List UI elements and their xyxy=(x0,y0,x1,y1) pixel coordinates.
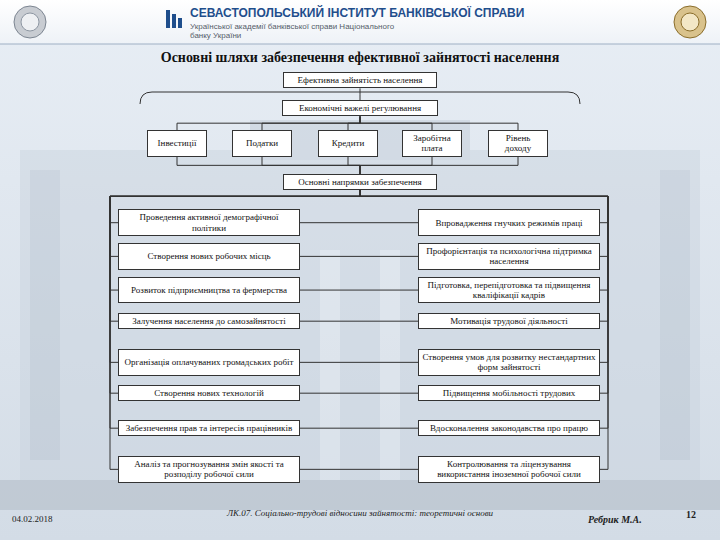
box-text: Забезпечення прав та інтересів працівник… xyxy=(122,423,296,433)
connector-line xyxy=(360,190,608,290)
box-text: Основні напрямки забезпечення xyxy=(287,177,433,187)
box-text: Контролювання та ліцензування використан… xyxy=(422,459,596,480)
box-text: Впровадження гнучких режимів праці xyxy=(422,218,596,228)
group-box: Основні напрямки забезпечення xyxy=(283,174,437,190)
direction-box: Вдосконалення законодавства про працю xyxy=(418,420,600,436)
direction-box: Підготовка, перепідготовка та підвищення… xyxy=(418,277,600,304)
footer-caption: ЛК.07. Соціально-трудові відносини зайня… xyxy=(170,508,550,518)
box-text: Створення нових технологій xyxy=(122,388,296,398)
lever-box: Кредити xyxy=(318,130,378,157)
box-text: Залучення населення до самозайнятості xyxy=(122,316,296,326)
connector-line xyxy=(177,116,360,130)
box-text: Проведення активної демографічної політи… xyxy=(122,212,296,233)
page-number: 12 xyxy=(686,509,712,521)
connector-line xyxy=(360,116,518,130)
connector-line xyxy=(110,190,360,362)
connector-line xyxy=(360,157,518,174)
connector-line xyxy=(110,190,360,321)
direction-box: Проведення активної демографічної політи… xyxy=(118,209,300,236)
connector-line xyxy=(360,190,608,428)
direction-box: Розвиток підприємництва та фермерства xyxy=(118,277,300,304)
connector-line xyxy=(110,190,360,469)
lever-box: Інвестиції xyxy=(147,130,207,157)
date: 04.02.2018 xyxy=(12,514,92,524)
direction-box: Впровадження гнучких режимів праці xyxy=(418,209,600,236)
direction-box: Залучення населення до самозайнятості xyxy=(118,313,300,329)
box-text: Організація оплачуваних громадських робі… xyxy=(122,357,296,367)
direction-box: Аналіз та прогнозування змін якості та р… xyxy=(118,456,300,483)
connector-line xyxy=(300,428,418,429)
direction-box: Профорієнтація та психологічна підтримка… xyxy=(418,243,600,270)
connector-line xyxy=(300,290,418,291)
connector-line xyxy=(300,362,418,363)
box-text: Заробітна плата xyxy=(406,133,458,154)
box-text: Мотивація трудової діяльності xyxy=(422,316,596,326)
building xyxy=(0,120,720,510)
direction-box: Контролювання та ліцензування використан… xyxy=(418,456,600,483)
box-text: Інвестиції xyxy=(151,138,203,148)
lever-box: Рівень доходу xyxy=(488,130,548,157)
connector-line xyxy=(177,157,360,174)
box-text: Підвищення мобільності трудових xyxy=(422,388,596,398)
header-rule xyxy=(0,44,720,45)
author: Ребрик М.А. xyxy=(588,514,678,526)
logo-right-inner xyxy=(681,13,699,31)
direction-box: Організація оплачуваних громадських робі… xyxy=(118,349,300,376)
logo-left xyxy=(14,6,46,38)
connector-line xyxy=(360,190,608,362)
connector-line xyxy=(300,256,418,257)
logo-left-inner xyxy=(21,13,39,31)
box-text: Розвиток підприємництва та фермерства xyxy=(122,285,296,295)
lever-box: Заробітна плата xyxy=(402,130,462,157)
connector-line xyxy=(360,88,361,100)
connector-line xyxy=(262,157,360,174)
connector-line xyxy=(360,190,608,321)
direction-box: Підвищення мобільності трудових xyxy=(418,385,600,401)
direction-box: Створення умов для розвитку нестандартни… xyxy=(418,349,600,376)
box-text: Економічні важелі регулювання xyxy=(286,103,434,113)
lever-box: Податки xyxy=(232,130,292,157)
box-text: Вдосконалення законодавства про працю xyxy=(422,423,596,433)
box-text: Створення умов для розвитку нестандартни… xyxy=(422,352,596,373)
connector-line xyxy=(348,116,360,130)
direction-box: Забезпечення прав та інтересів працівник… xyxy=(118,420,300,436)
box-text: Рівень доходу xyxy=(492,133,544,154)
connector-line xyxy=(360,190,608,469)
connector-line xyxy=(262,116,360,130)
institute-name: СЕВАСТОПОЛЬСЬКИЙ ІНСТИТУТ БАНКІВСЬКОЇ СП… xyxy=(190,7,550,21)
direction-box: Створення нових робочих місць xyxy=(118,243,300,270)
direction-box: Мотивація трудової діяльності xyxy=(418,313,600,329)
header-icon xyxy=(166,10,182,28)
connector-line xyxy=(110,190,360,290)
group-box: Економічні важелі регулювання xyxy=(282,100,438,116)
connector-line xyxy=(300,321,418,322)
direction-box: Створення нових технологій xyxy=(118,385,300,401)
header-band xyxy=(0,0,720,44)
box-text: Кредити xyxy=(322,138,374,148)
slide-title: Основні шляхи забезпечення ефективної за… xyxy=(0,50,720,66)
connector-line xyxy=(348,157,360,174)
connector-line xyxy=(110,190,360,428)
institute-subtitle: Української академії банківської справи … xyxy=(190,22,400,40)
logo-right xyxy=(674,6,706,38)
box-text: Профорієнтація та психологічна підтримка… xyxy=(422,246,596,267)
box-text: Підготовка, перепідготовка та підвищення… xyxy=(422,280,596,301)
connector-line xyxy=(300,469,418,470)
box-text: Ефективна зайнятість населення xyxy=(287,75,433,85)
connector-line xyxy=(300,222,418,223)
box-text: Податки xyxy=(236,138,288,148)
goal-box: Ефективна зайнятість населення xyxy=(283,72,437,88)
connector-line xyxy=(300,393,418,394)
box-text: Аналіз та прогнозування змін якості та р… xyxy=(122,459,296,480)
box-text: Створення нових робочих місць xyxy=(122,251,296,261)
